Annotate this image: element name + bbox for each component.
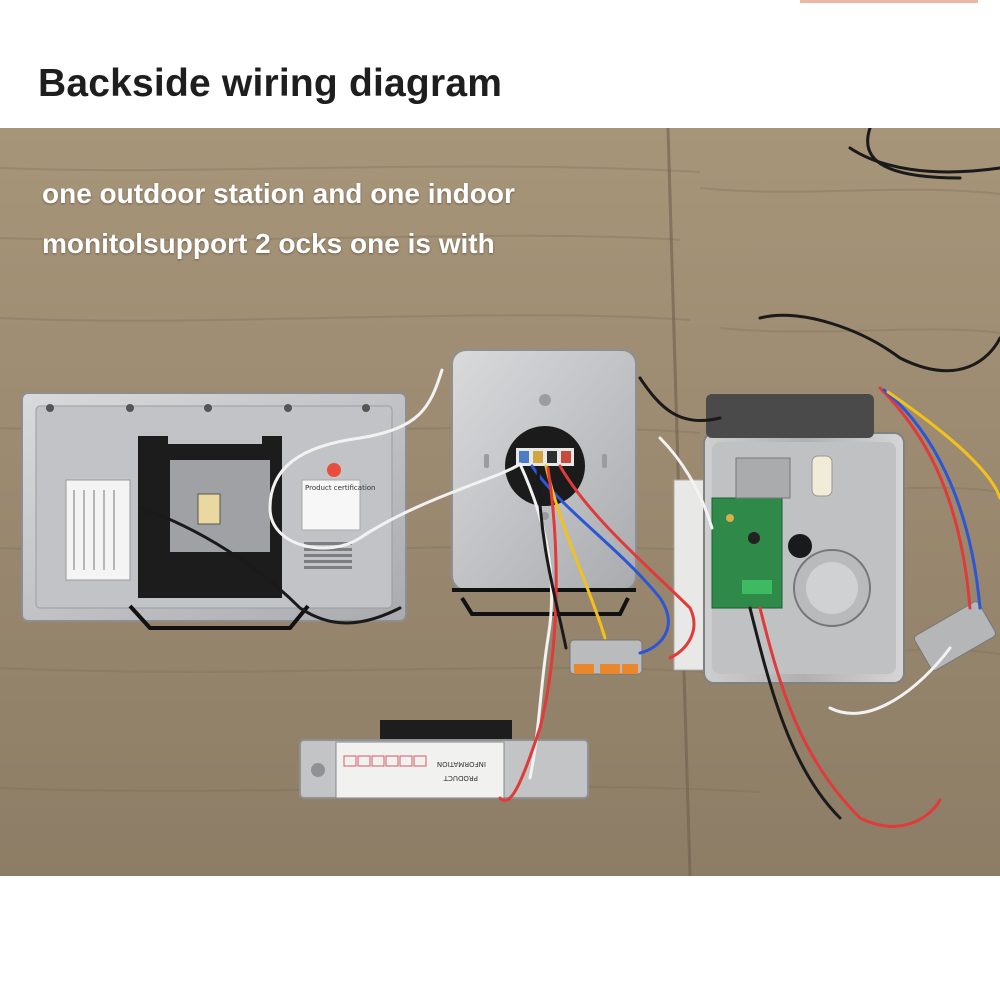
caption-line-1: one outdoor station and one indoor — [42, 178, 515, 209]
wire-connector-right — [913, 601, 997, 671]
product-label: PRODUCT — [443, 774, 478, 782]
strike-lock: INFORMATION PRODUCT — [299, 720, 589, 799]
caption-line-2: monitolsupport 2 ocks one is with — [42, 228, 495, 259]
electric-lock — [673, 394, 905, 684]
indoor-monitor: Product certification — [21, 392, 407, 630]
wires — [138, 128, 1000, 828]
product-info-label: INFORMATION — [437, 760, 486, 768]
cert-label: Product certification — [305, 484, 375, 492]
wiring-illustration: Product certification — [0, 128, 1000, 876]
wire-connector — [569, 639, 643, 675]
page-title: Backside wiring diagram — [38, 62, 503, 105]
top-accent-bar — [800, 0, 978, 3]
wiring-photo: Product certification — [0, 128, 1000, 876]
